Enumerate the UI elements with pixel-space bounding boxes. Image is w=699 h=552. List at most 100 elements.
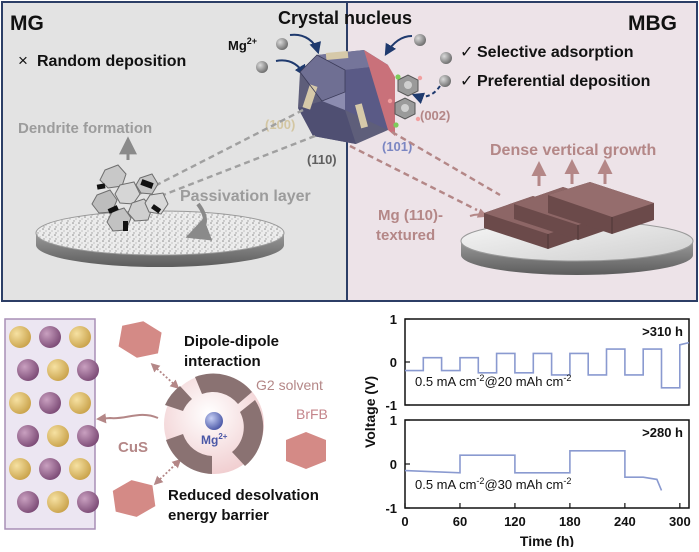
x-axis-label: Time (h) (520, 533, 574, 547)
s-particle (17, 425, 39, 447)
passivation-layer-label: Passivation layer (180, 188, 311, 205)
crystal-nucleus-title: Crystal nucleus (278, 8, 412, 28)
s-particle (77, 359, 99, 381)
reduced-label-1: Reduced desolvation (168, 487, 319, 504)
s-particle (39, 458, 61, 480)
ion-arrow-dashed (411, 85, 441, 104)
cu-particle (9, 326, 31, 348)
projection-line (157, 134, 316, 199)
condition-label: 0.5 mA cm-2@20 mAh cm-2 (415, 373, 571, 389)
projection-line (132, 108, 304, 199)
dipole-label-2: interaction (184, 353, 261, 370)
dipole-arrow (150, 362, 180, 390)
x-tick-label: 0 (401, 514, 408, 529)
random-deposition-label: Random deposition (37, 53, 186, 70)
x-tick-label: 240 (614, 514, 636, 529)
center-ion-label: Mg2+ (201, 432, 228, 447)
ion-arrow (384, 35, 413, 57)
check-mark-1: ✓ (460, 44, 473, 61)
brfb-label: BrFB (296, 406, 328, 422)
reduced-label-2: energy barrier (168, 507, 269, 524)
cu-particle (69, 326, 91, 348)
random-mark: × (18, 51, 28, 70)
y-axis-label: Voltage (V) (362, 376, 378, 448)
mg-ion-ball (276, 38, 288, 50)
brfb-molecule (395, 74, 423, 97)
ion-arrow (289, 33, 321, 55)
cu-particle (9, 392, 31, 414)
mg-ion-center (205, 412, 223, 430)
projection-line (349, 144, 478, 212)
crystal-nucleus (298, 50, 395, 144)
x-tick-label: 60 (453, 514, 467, 529)
mg-ion-ball (414, 34, 426, 46)
y-tick-label: 1 (390, 413, 397, 428)
dendrite-cluster (91, 164, 169, 232)
brfb-molecule (387, 97, 421, 128)
mbg-title: MBG (628, 12, 677, 35)
cus-arrow (96, 413, 159, 424)
x-tick-label: 300 (669, 514, 691, 529)
cu-particle (9, 458, 31, 480)
mg-title: MG (10, 12, 44, 35)
top-panel: MG MBG Crystal nucleus × Random depositi… (1, 1, 698, 302)
y-tick-label: -1 (385, 398, 397, 413)
cu-particle (47, 359, 69, 381)
brfb-hexagon (118, 321, 162, 358)
s-particle (77, 425, 99, 447)
s-particle (77, 491, 99, 513)
facet-110-label: (110) (307, 152, 337, 167)
facet-002-label: (002) (420, 108, 450, 123)
duration-annotation: >310 h (642, 324, 683, 339)
s-particle (39, 392, 61, 414)
passivation-arrow (185, 202, 213, 241)
y-tick-label: 1 (390, 312, 397, 327)
facet-100-label: (100) (265, 117, 295, 132)
dipole-label-1: Dipole-dipole (184, 333, 279, 350)
mg-ion-ball (256, 61, 268, 73)
top-panel-border (1, 1, 698, 302)
check-mark-2: ✓ (460, 73, 473, 90)
x-tick-label: 180 (559, 514, 581, 529)
mg110-textured-label-2: textured (376, 227, 435, 244)
solvation-schematic: CuS Dipole-dipole interaction G2 solvent… (4, 318, 328, 530)
cu-particle (47, 491, 69, 513)
mg-ion-ball (440, 52, 452, 64)
voltage-time-chart: 1 0 -1 >310 h 0.5 mA cm-2@20 mAh cm-2 1 0 -1 >28… (362, 312, 691, 549)
cus-electrode (4, 318, 99, 530)
mg-substrate-disc (35, 210, 285, 267)
y-tick-label: 0 (390, 457, 397, 472)
dense-vertical-growth-label: Dense vertical growth (490, 142, 656, 159)
preferential-deposition-label: Preferential deposition (477, 73, 650, 90)
x-tick-label: 120 (504, 514, 526, 529)
plot-frame (404, 419, 690, 509)
textured-deposit (484, 182, 654, 249)
brfb-hexagon (286, 432, 326, 469)
cu-particle (69, 458, 91, 480)
brfb-hexagon (112, 480, 156, 517)
facet-101-label: (101) (382, 139, 412, 154)
voltage-curve (404, 450, 663, 491)
voltage-curve (405, 341, 690, 389)
mg-ion-ball (439, 75, 451, 87)
dendrite-formation-label: Dendrite formation (18, 120, 152, 137)
s-particle (17, 359, 39, 381)
plot-frame (404, 318, 690, 406)
g2-solvent-label: G2 solvent (256, 377, 323, 393)
cus-label: CuS (118, 439, 148, 456)
s-particle (39, 326, 61, 348)
selective-adsorption-label: Selective adsorption (477, 44, 634, 61)
s-particle (17, 491, 39, 513)
y-tick-label: -1 (385, 501, 397, 516)
duration-annotation: >280 h (642, 425, 683, 440)
chart-panel-1: 1 0 -1 >310 h 0.5 mA cm-2@20 mAh cm-2 (385, 312, 690, 413)
dipole-arrow (153, 458, 182, 486)
y-tick-label: 0 (390, 355, 397, 370)
projection-line (391, 130, 501, 197)
chart-panel-2: 1 0 -1 >280 h 0.5 mA cm-2@30 mAh cm-2 0 60 120 1… (362, 376, 691, 549)
condition-label: 0.5 mA cm-2@30 mAh cm-2 (415, 476, 571, 492)
mg-ion-label: Mg2+ (228, 36, 257, 53)
cu-particle (69, 392, 91, 414)
